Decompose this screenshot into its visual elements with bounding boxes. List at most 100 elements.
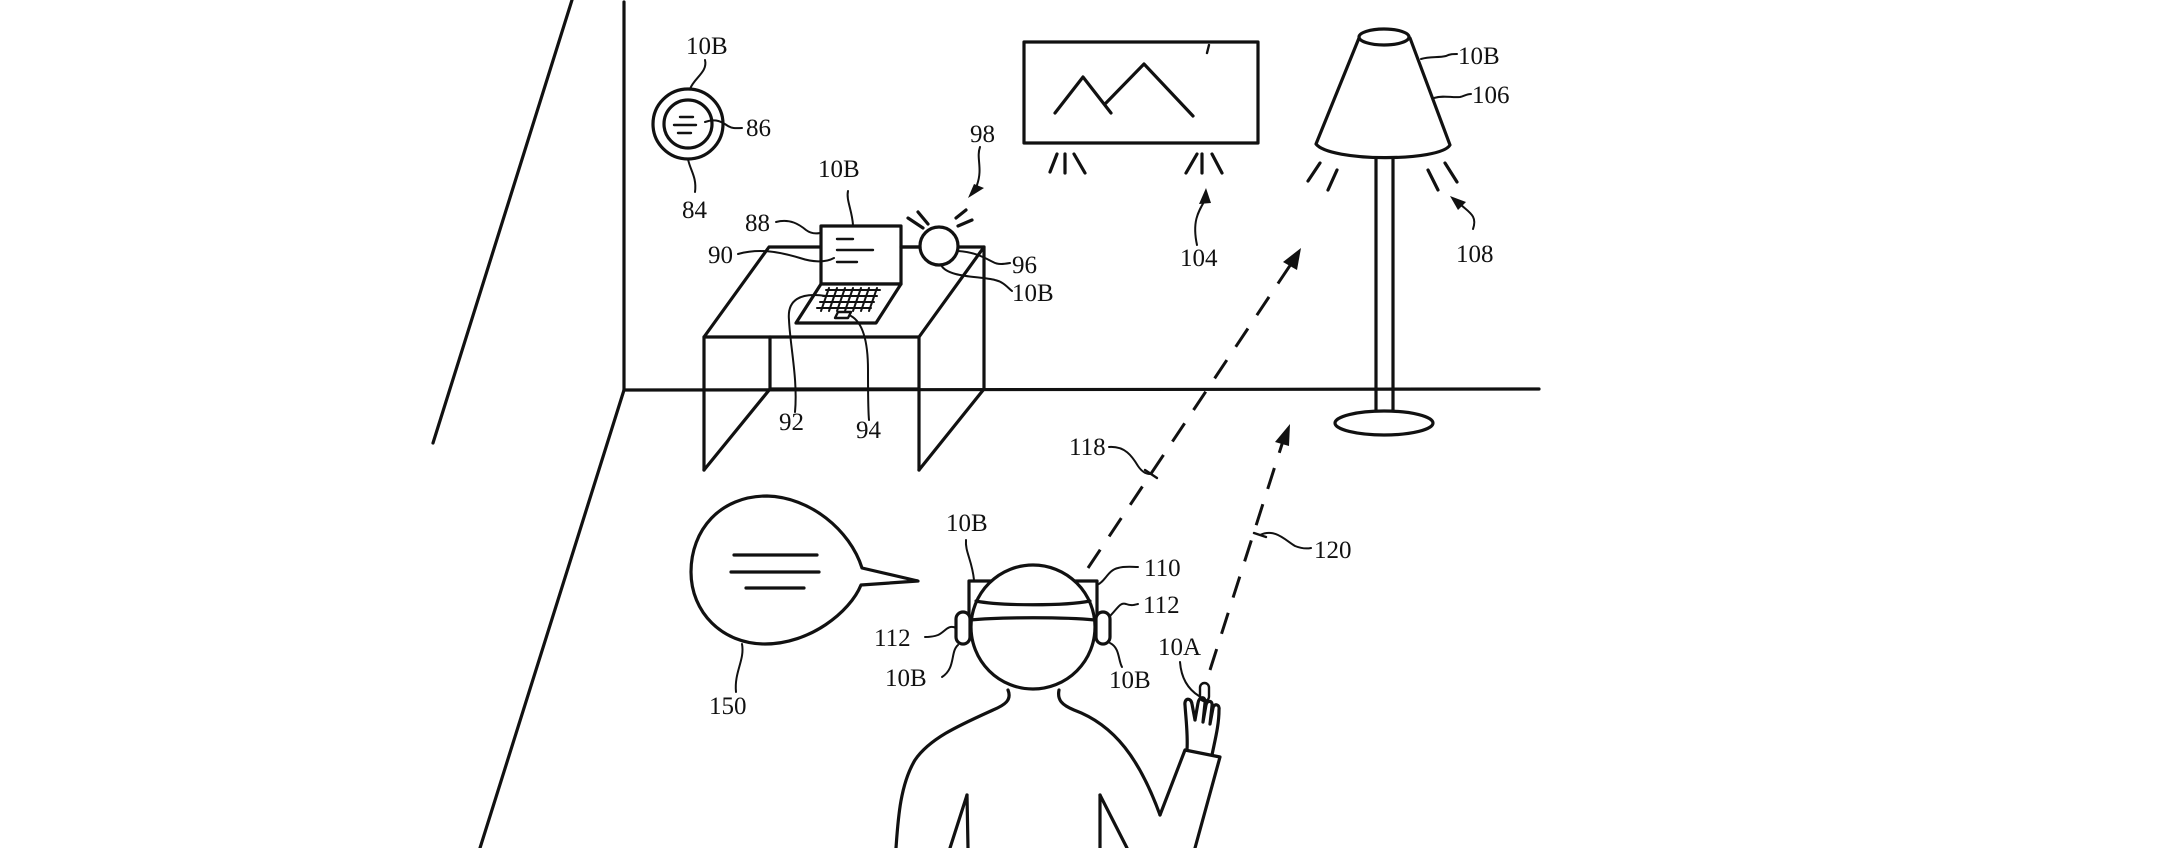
tv: 104 (1022, 40, 1260, 272)
leader-thermostat-display (704, 119, 743, 130)
label-headset: 110 (1144, 555, 1181, 582)
trackpad (833, 310, 853, 320)
thermostat-display (662, 98, 714, 150)
arrow-lamp-light (968, 184, 984, 198)
floor-lamp-base (1333, 409, 1435, 437)
tv-light-rays (1048, 152, 1224, 175)
leader-thermostat (687, 158, 697, 193)
pointing-ray-line (1208, 440, 1285, 671)
label-gaze-ray: 118 (1069, 434, 1106, 461)
label-thermostat-device: 10B (686, 33, 728, 60)
desk-right-side-bottom (917, 387, 986, 472)
pointing-ray-arrowhead (1275, 424, 1290, 446)
leader-tv-lights (1194, 199, 1206, 246)
tv-mountains (1053, 75, 1113, 115)
tv-mark (1205, 43, 1211, 55)
tv-frame (1022, 40, 1260, 145)
arrow-floor-lamp-lights (1450, 196, 1466, 210)
label-floor-lamp-lights: 108 (1456, 241, 1494, 268)
label-earpiece-left-device: 10B (885, 665, 927, 692)
user-head (969, 563, 1097, 691)
leader-desk-lamp-device (940, 264, 1013, 292)
leader-earpiece-left-device (941, 644, 959, 678)
label-thermostat: 84 (682, 197, 708, 224)
desk-lamp-bulb (918, 225, 960, 267)
leader-speaker-right (1109, 602, 1139, 617)
headset-visor-top (974, 599, 1092, 607)
label-earpiece-right-device: 10B (1109, 667, 1151, 694)
leader-headset-device (964, 539, 975, 581)
speech-bubble-outline (689, 494, 920, 646)
label-desk-lamp-device: 10B (1012, 280, 1054, 307)
desk-lamp-light-rays (906, 208, 974, 230)
laptop: 10B 88 90 92 94 (708, 156, 903, 444)
keyboard-grid (816, 287, 881, 312)
leader-laptop-device (846, 190, 854, 226)
leader-speaker-left (924, 625, 957, 638)
finger-device (1198, 681, 1211, 703)
laptop-screen (819, 224, 903, 286)
user: 10A 10B 110 112 112 10B 10B (874, 510, 1222, 848)
label-speaker-right: 112 (1143, 592, 1180, 619)
label-tv-lights: 104 (1180, 245, 1218, 272)
leader-floor-lamp-shade (1433, 93, 1472, 99)
leader-thermostat-device (689, 59, 707, 90)
floor-lamp-shade (1314, 36, 1452, 160)
leader-floor-lamp-lights (1458, 202, 1476, 230)
speaker-left (954, 610, 972, 646)
gaze-ray-arrowhead (1283, 248, 1301, 270)
left-wall-edge (431, 0, 574, 445)
label-speech-bubble: 150 (709, 693, 747, 720)
floor-left-edge (478, 388, 626, 848)
leader-floor-lamp-device (1420, 53, 1458, 60)
leader-speech-bubble (734, 643, 744, 693)
label-floor-lamp-shade: 106 (1472, 82, 1510, 109)
leader-laptop-screen (737, 250, 835, 263)
label-finger-device: 10A (1158, 634, 1201, 661)
leader-headset (1096, 565, 1139, 586)
label-laptop-screen: 90 (708, 242, 733, 269)
speaker-right (1094, 610, 1112, 646)
label-headset-device: 10B (946, 510, 988, 537)
speech-bubble: 150 (689, 494, 920, 720)
label-lamp-light: 98 (970, 121, 995, 148)
desk-left-side-bottom (702, 387, 772, 472)
leader-desk-lamp (957, 250, 1011, 265)
user-hand (1183, 696, 1221, 757)
label-pointing-ray: 120 (1314, 537, 1352, 564)
label-laptop: 88 (745, 210, 770, 237)
tv-mountains (1103, 62, 1195, 118)
user-arm-crease-right (1098, 793, 1129, 848)
user-body-left (894, 688, 1011, 848)
leader-earpiece-right-device (1109, 642, 1123, 668)
floor-lamp: 10B 106 108 (1306, 27, 1510, 437)
label-floor-lamp-device: 10B (1458, 43, 1500, 70)
floor-wall-line (622, 387, 1541, 392)
label-laptop-device: 10B (818, 156, 860, 183)
label-desk-lamp: 96 (1012, 252, 1037, 279)
headset-visor-bottom (968, 616, 1097, 622)
user-raised-arm (1158, 748, 1222, 848)
gaze-ray-line (1086, 260, 1295, 569)
label-thermostat-display: 86 (746, 115, 771, 142)
leader-pointing-ray (1259, 531, 1312, 550)
label-speaker-left: 112 (874, 625, 911, 652)
leader-keyboard (787, 294, 827, 413)
user-arm-crease-left (948, 793, 969, 848)
floor-lamp-light-rays (1306, 161, 1459, 192)
leader-gaze-ray (1108, 445, 1151, 475)
desk-lamp: 98 96 10B (899, 121, 1054, 307)
label-trackpad: 94 (856, 417, 882, 444)
pointing-ray: 120 (1208, 424, 1352, 671)
user-body-right (1056, 688, 1162, 817)
leader-laptop (775, 219, 821, 235)
leader-finger-device (1179, 661, 1200, 697)
gaze-ray: 118 (1069, 248, 1301, 569)
thermostat: 10B 86 84 (651, 33, 771, 224)
user-arm-crease-left (965, 793, 970, 848)
leader-lamp-light (976, 146, 981, 186)
leader-trackpad (850, 315, 870, 421)
label-keyboard: 92 (779, 409, 804, 436)
floor-lamp-shade-top (1357, 27, 1411, 47)
